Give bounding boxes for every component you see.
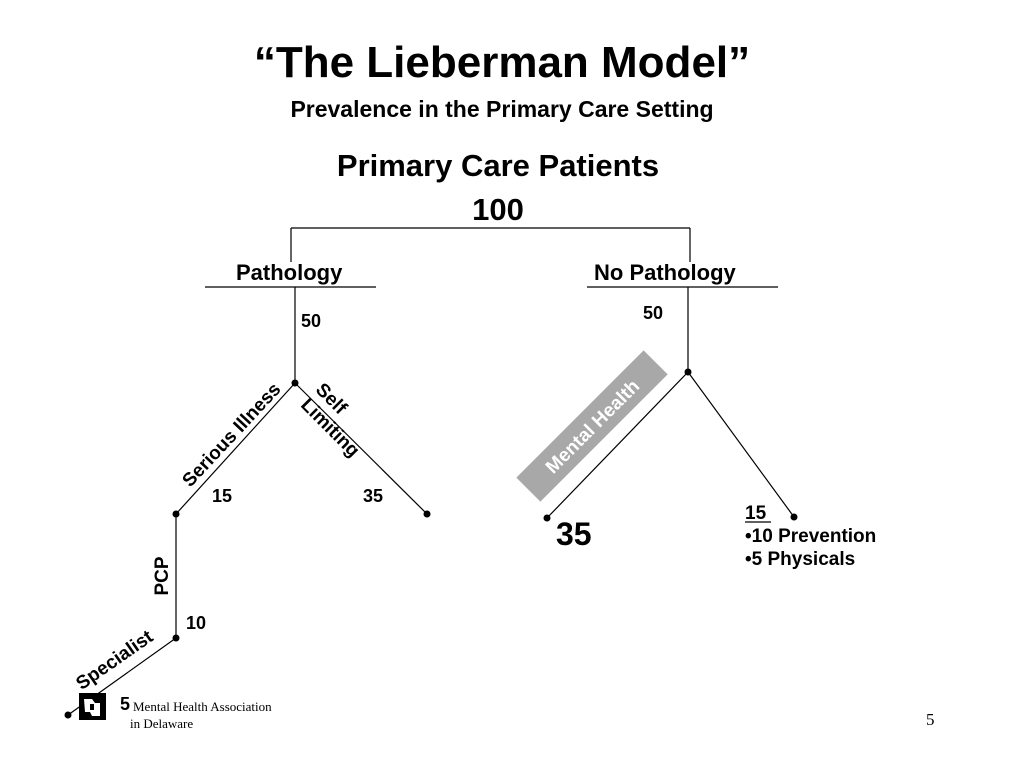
other-value: 15 [745, 503, 767, 524]
other-list-item: •5 Physicals [745, 549, 856, 570]
other-branch [687, 371, 795, 518]
pcp-label: PCP [152, 556, 173, 595]
serious-illness-branch [175, 382, 296, 515]
mental-health-value: 35 [556, 516, 592, 552]
pathology-label: Pathology [236, 260, 343, 285]
page-number: 5 [926, 710, 935, 729]
self-limiting-branch [294, 382, 428, 515]
mha-logo-icon [79, 693, 106, 720]
node-pcp [172, 634, 180, 642]
node-no-pathology [684, 368, 692, 376]
serious-illness-label: Serious Illness [179, 379, 286, 491]
node-mental-health [543, 514, 551, 522]
node-self-limiting [423, 510, 431, 518]
mental-health-box-bg [516, 350, 668, 502]
pcp-value: 10 [186, 613, 207, 633]
node-pathology [291, 379, 299, 387]
slide-subtitle: Prevalence in the Primary Care Setting [290, 96, 714, 122]
footer-org-line2: in Delaware [130, 716, 194, 731]
mental-health-label: Mental Health [542, 376, 644, 478]
no-pathology-value: 50 [643, 303, 664, 323]
mental-health-branch [546, 371, 689, 519]
slide-title: “The Lieberman Model” [253, 38, 751, 87]
footer-org-line1: Mental Health Association [133, 699, 272, 714]
no-pathology-label: No Pathology [594, 260, 736, 285]
pathology-value: 50 [301, 311, 322, 331]
mental-health-box: Mental Health [516, 350, 668, 502]
node-serious-illness [172, 510, 180, 518]
root-value: 100 [472, 192, 524, 227]
other-list-item: •10 Prevention [745, 526, 877, 547]
specialist-value: 5 [120, 694, 131, 714]
root-label: Primary Care Patients [336, 148, 660, 183]
node-other [790, 513, 798, 521]
node-specialist [64, 711, 72, 719]
serious-illness-value: 15 [212, 486, 233, 506]
self-limiting-value: 35 [363, 486, 384, 506]
